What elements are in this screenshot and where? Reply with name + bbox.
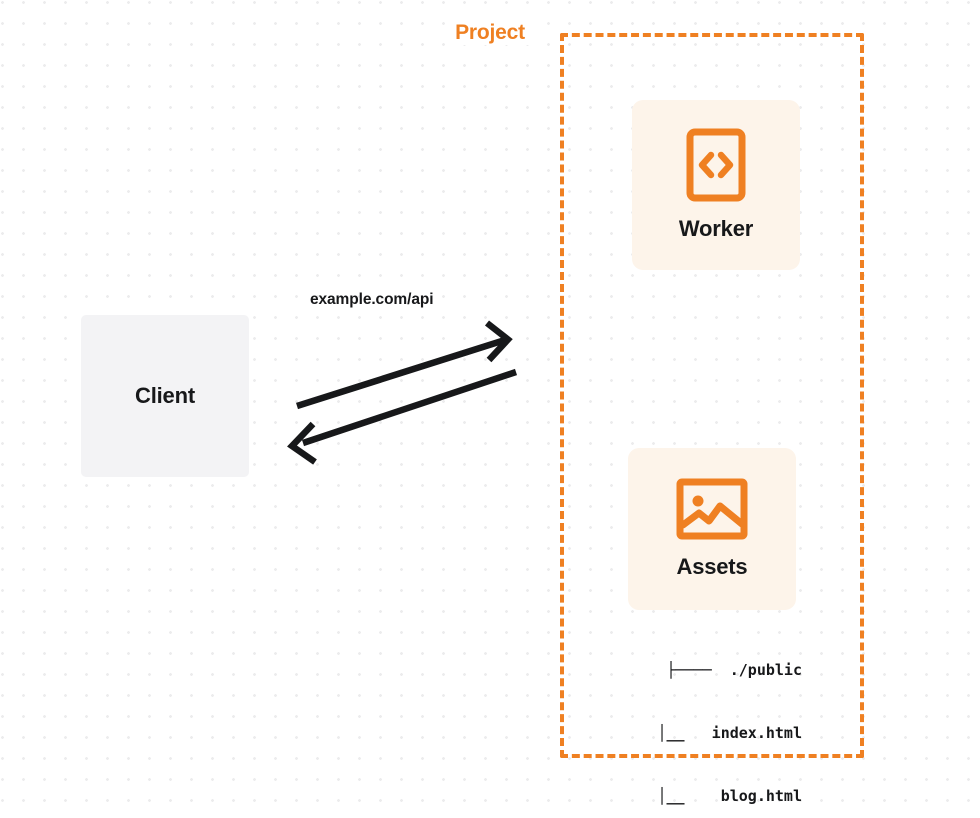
project-title: Project (446, 21, 534, 45)
request-arrow (296, 320, 513, 410)
image-icon (676, 478, 748, 540)
file-tree: ├──── ./public │__ index.html │__ blog.h… (600, 618, 802, 818)
project-boundary (560, 33, 864, 758)
code-brackets-icon (686, 128, 746, 202)
assets-card-label: Assets (676, 554, 748, 579)
response-arrow (287, 368, 518, 465)
file-tree-row: │__ index.html (639, 724, 802, 742)
worker-card-label: Worker (678, 216, 754, 241)
worker-card[interactable]: Worker (632, 100, 800, 270)
assets-card[interactable]: Assets (628, 448, 796, 610)
connection-label: example.com/api (310, 291, 434, 308)
file-tree-row: ├──── ./public (666, 661, 802, 679)
file-tree-row: │__ blog.html (639, 787, 802, 805)
client-node[interactable]: Client (81, 315, 249, 477)
client-node-label: Client (135, 383, 195, 408)
